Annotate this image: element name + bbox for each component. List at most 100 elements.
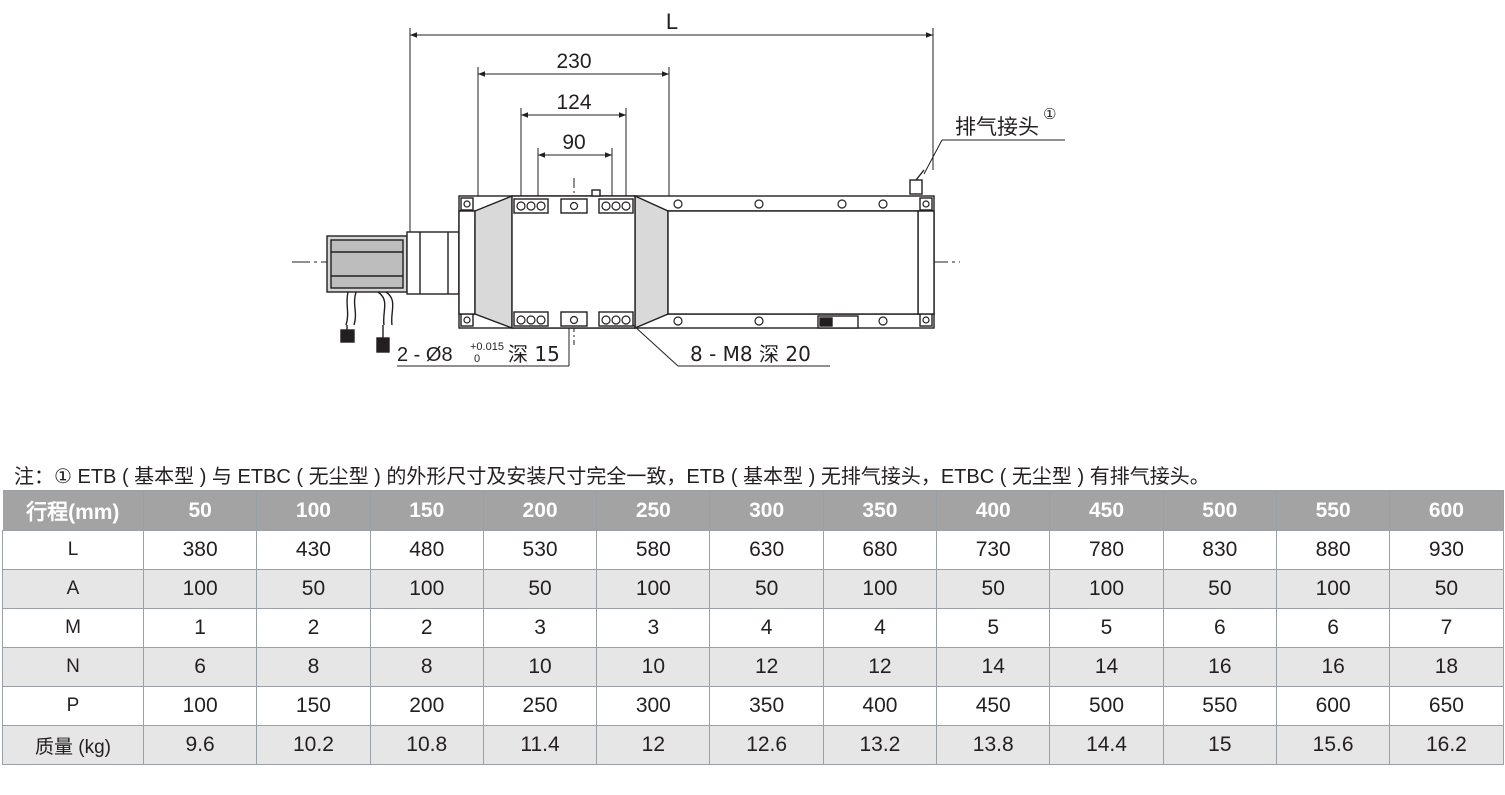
mounting-holes xyxy=(463,199,930,326)
table-cell: 50 xyxy=(709,569,824,609)
table-cell: 930 xyxy=(1389,530,1504,570)
table-cell: 15.6 xyxy=(1275,725,1391,765)
table-cell: 100 xyxy=(1275,569,1391,609)
table-cell: 730 xyxy=(936,530,1051,570)
servo-motor xyxy=(326,231,460,353)
table-cell: 380 xyxy=(142,530,258,570)
table-cell: 400 xyxy=(822,686,938,726)
row-label: L xyxy=(2,530,144,570)
table-cell: 50 xyxy=(256,569,371,609)
table-cell: 15 xyxy=(1162,725,1277,765)
pin-callout-prefix: 2 - Ø8 xyxy=(397,344,453,366)
table-cell: 11.4 xyxy=(482,725,598,765)
header-stroke-cell: 550 xyxy=(1275,490,1391,531)
table-cell: 450 xyxy=(936,686,1051,726)
table-cell: 9.6 xyxy=(142,725,258,765)
tapped-hole-callout: 8 - M8 深 20 xyxy=(632,324,830,367)
table-cell: 580 xyxy=(596,530,711,570)
table-cell: 8 xyxy=(256,647,371,687)
exhaust-mark: ① xyxy=(1043,105,1056,123)
header-stroke-cell: 300 xyxy=(709,490,824,531)
table-cell: 10 xyxy=(482,647,598,687)
table-cell: 4 xyxy=(822,608,938,648)
table-cell: 3 xyxy=(482,608,598,648)
table-cell: 14 xyxy=(936,647,1051,687)
dimension-drawing: L 230 124 90 136 xyxy=(292,9,1065,367)
pin-hole-callout: 2 - Ø8 +0.015 0 深 15 xyxy=(397,328,570,367)
table-cell: 13.8 xyxy=(936,725,1051,765)
table-cell: 550 xyxy=(1162,686,1277,726)
table-cell: 12 xyxy=(709,647,824,687)
table-cell: 10 xyxy=(596,647,711,687)
table-cell: 6 xyxy=(1275,608,1391,648)
table-cell: 10.8 xyxy=(369,725,484,765)
table-cell: 18 xyxy=(1389,647,1504,687)
tap-callout-text: 8 - M8 深 20 xyxy=(690,342,811,366)
row-label: 质量 (kg) xyxy=(2,725,144,765)
table-cell: 500 xyxy=(1049,686,1164,726)
table-cell: 530 xyxy=(482,530,598,570)
table-cell: 250 xyxy=(482,686,598,726)
table-cell: 12 xyxy=(596,725,711,765)
table-cell: 100 xyxy=(369,569,484,609)
table-cell: 50 xyxy=(1389,569,1504,609)
table-cell: 4 xyxy=(709,608,824,648)
row-label: A xyxy=(2,569,144,609)
table-cell: 600 xyxy=(1275,686,1391,726)
table-cell: 780 xyxy=(1049,530,1164,570)
table-cell: 8 xyxy=(369,647,484,687)
table-cell: 7 xyxy=(1389,608,1504,648)
table-cell: 2 xyxy=(369,608,484,648)
dim-90-text: 90 xyxy=(562,131,585,154)
footnote: 注：① ETB ( 基本型 ) 与 ETBC ( 无尘型 ) 的外形尺寸及安装尺… xyxy=(14,466,1210,488)
table-cell: 630 xyxy=(709,530,824,570)
table-cell: 1 xyxy=(142,608,258,648)
table-cell: 6 xyxy=(1162,608,1277,648)
table-cell: 100 xyxy=(822,569,938,609)
exhaust-callout: 排气接头 ① xyxy=(923,105,1065,175)
row-label: N xyxy=(2,647,144,687)
table-cell: 16 xyxy=(1275,647,1391,687)
table-cell: 150 xyxy=(256,686,371,726)
pin-tol-lower: 0 xyxy=(474,353,480,365)
table-cell: 350 xyxy=(709,686,824,726)
header-stroke-cell: 600 xyxy=(1389,490,1504,531)
header-stroke-cell: 350 xyxy=(822,490,938,531)
linear-module-body xyxy=(458,169,935,330)
table-cell: 300 xyxy=(596,686,711,726)
header-stroke-cell: 100 xyxy=(256,490,371,531)
dim-l-text: L xyxy=(666,9,678,34)
table-cell: 830 xyxy=(1162,530,1277,570)
table-cell: 50 xyxy=(482,569,598,609)
table-cell: 100 xyxy=(142,686,258,726)
table-cell: 3 xyxy=(596,608,711,648)
table-cell: 200 xyxy=(369,686,484,726)
table-cell: 12.6 xyxy=(709,725,824,765)
exhaust-label: 排气接头 xyxy=(955,115,1039,139)
table-cell: 16 xyxy=(1162,647,1277,687)
table-cell: 50 xyxy=(1162,569,1277,609)
header-stroke-cell: 500 xyxy=(1162,490,1277,531)
table-cell: 650 xyxy=(1389,686,1504,726)
table-cell: 430 xyxy=(256,530,371,570)
table-cell: 880 xyxy=(1275,530,1391,570)
table-cell: 100 xyxy=(142,569,258,609)
header-stroke-cell: 200 xyxy=(482,490,598,531)
table-cell: 16.2 xyxy=(1389,725,1504,765)
dimension-lines xyxy=(410,32,933,318)
header-stroke-cell: 400 xyxy=(936,490,1051,531)
table-cell: 100 xyxy=(596,569,711,609)
table-cell: 50 xyxy=(936,569,1051,609)
row-label: M xyxy=(2,608,144,648)
pin-tol-upper: +0.015 xyxy=(470,341,504,353)
dim-124-text: 124 xyxy=(556,91,591,114)
table-cell: 2 xyxy=(256,608,371,648)
